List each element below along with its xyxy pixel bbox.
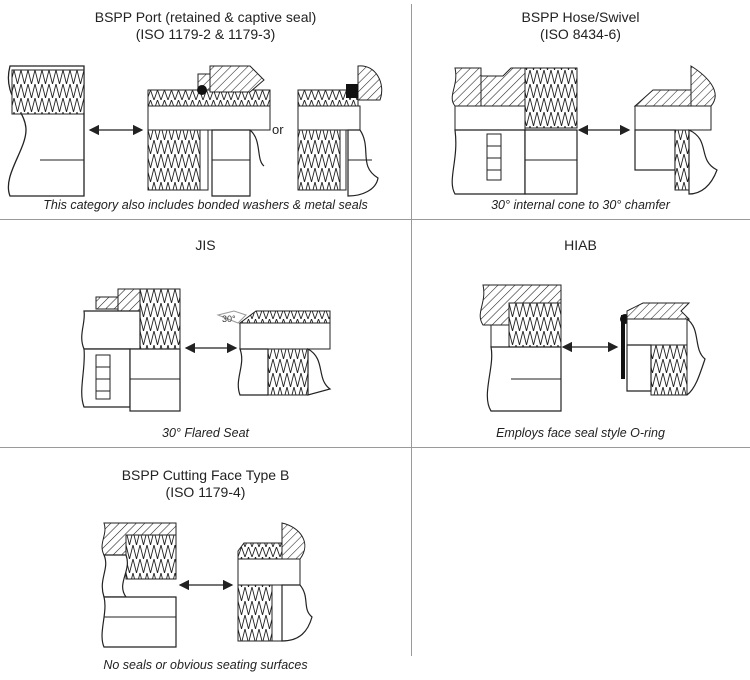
cutting-face-male-port	[237, 522, 313, 642]
angle-label: 30°	[222, 314, 236, 324]
panel-caption: No seals or obvious seating surfaces	[103, 658, 308, 672]
title-line-2: (ISO 1179-4)	[165, 484, 246, 500]
panel-bspp-cutting-face: BSPP Cutting Face Type B (ISO 1179-4) No…	[0, 447, 411, 680]
bspp-port-diagram	[7, 65, 383, 197]
hose-swivel-diagram	[451, 65, 718, 195]
panel-jis: JIS 30° 30° Flared Seat	[0, 219, 411, 447]
hiab-female-port	[479, 284, 562, 412]
horizontal-divider-2	[0, 447, 750, 448]
panel-bspp-port: BSPP Port (retained & captive seal) (ISO…	[0, 0, 411, 219]
captive-seal-icon	[346, 84, 358, 98]
panel-title: JIS	[195, 237, 216, 253]
panel-hiab: HIAB Employs face seal style O-ring	[411, 219, 750, 447]
title-line-1: BSPP Port (retained & captive seal)	[94, 9, 317, 25]
hiab-male-port	[620, 302, 706, 396]
jis-diagram: 30°	[81, 288, 332, 412]
hiab-diagram	[479, 284, 706, 412]
horizontal-divider-1	[0, 219, 750, 220]
panel-title: BSPP Hose/Swivel (ISO 8434-6)	[411, 9, 750, 43]
male-fitting-captive-seal	[297, 65, 383, 197]
panel-title: BSPP Port (retained & captive seal) (ISO…	[0, 9, 411, 43]
or-label: or	[272, 122, 284, 137]
female-port-left	[7, 65, 85, 197]
vertical-divider	[411, 4, 412, 656]
panel-title: HIAB	[564, 237, 597, 253]
title-line-1: BSPP Cutting Face Type B	[121, 467, 290, 483]
swivel-nut	[451, 67, 578, 195]
title-line-2: (ISO 8434-6)	[540, 26, 621, 42]
panel-caption: 30° internal cone to 30° chamfer	[491, 198, 670, 212]
panel-caption: 30° Flared Seat	[162, 426, 249, 440]
male-port-chamfer	[633, 65, 718, 195]
o-ring-icon	[197, 85, 207, 95]
title-line-2: (ISO 1179-2 & 1179-3)	[135, 26, 276, 42]
panel-bspp-hose-swivel: BSPP Hose/Swivel (ISO 8434-6) 30° intern…	[411, 0, 750, 219]
cutting-face-female-port	[101, 522, 177, 648]
cutting-face-diagram	[101, 522, 313, 648]
jis-male-port: 30°	[216, 310, 332, 396]
panel-caption: Employs face seal style O-ring	[496, 426, 665, 440]
jis-swivel-nut	[81, 288, 181, 412]
male-fitting-retained-seal	[147, 65, 271, 197]
panel-caption: This category also includes bonded washe…	[43, 198, 368, 212]
panel-title: BSPP Cutting Face Type B (ISO 1179-4)	[0, 467, 411, 501]
title-line-1: BSPP Hose/Swivel	[521, 9, 640, 25]
